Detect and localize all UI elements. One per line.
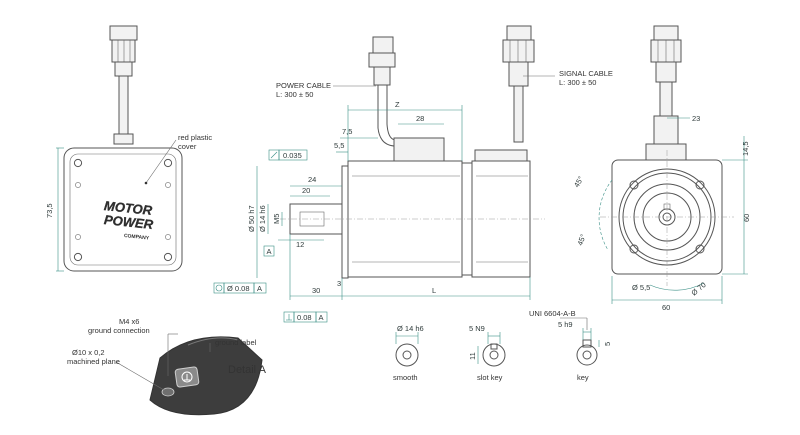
dim-5-5: 5,5 bbox=[334, 141, 344, 150]
tol-0-035: 0.035 bbox=[283, 151, 302, 160]
conc-datum: A bbox=[257, 284, 262, 293]
rear-view: MOTOR POWER COMPANY red plastic cover 73… bbox=[45, 25, 212, 272]
key-h9: 5 h9 bbox=[558, 320, 573, 329]
dim-23: 23 bbox=[692, 114, 700, 123]
dim-z: Z bbox=[395, 100, 400, 109]
cover-leader-dot bbox=[144, 181, 148, 185]
uni-label: UNI 6604-A-B bbox=[529, 309, 576, 318]
detail-a-body bbox=[149, 336, 263, 416]
detail-a-title: Detail A bbox=[228, 364, 267, 376]
shaft-variants: Ø 14 h6 smooth 5 N9 11 slot key 5 h9 5 k… bbox=[393, 309, 612, 382]
dim-60-vertical: 60 bbox=[742, 214, 751, 222]
red-plastic-cover-label-2: cover bbox=[178, 142, 197, 151]
front-view: 23 14,5 60 60 Ø 5,5 Ø 70 45° 45° bbox=[572, 25, 751, 312]
dim-l: L bbox=[432, 286, 436, 295]
shaft-smooth-label: smooth bbox=[393, 373, 418, 382]
perp-datum: A bbox=[319, 313, 324, 322]
dim-3: 3 bbox=[337, 279, 341, 288]
machined-plane-label-2: machined plane bbox=[67, 357, 120, 366]
dim-60-horizontal: 60 bbox=[662, 303, 670, 312]
dim-20: 20 bbox=[302, 186, 310, 195]
side-view: Z 28 7,5 5,5 0.035 24 20 Ø 50 h7 Ø 14 h6… bbox=[213, 25, 613, 323]
ground-label-text: ground label bbox=[215, 338, 257, 347]
slot-11: 11 bbox=[468, 352, 477, 360]
dim-14-5: 14,5 bbox=[741, 141, 750, 156]
dim-d14h6: Ø 14 h6 bbox=[258, 205, 267, 232]
logo-line-2: POWER bbox=[103, 212, 154, 232]
dim-24: 24 bbox=[308, 175, 316, 184]
signal-cable-label-2: L: 300 ± 50 bbox=[559, 78, 596, 87]
slot-n9: 5 N9 bbox=[469, 324, 485, 333]
dim-30: 30 bbox=[312, 286, 320, 295]
logo-line-3: COMPANY bbox=[124, 233, 150, 242]
logo-line-1: MOTOR bbox=[103, 198, 153, 218]
dim-d70: Ø 70 bbox=[690, 280, 708, 297]
key-5: 5 bbox=[603, 342, 612, 346]
angle-45-upper: 45° bbox=[572, 175, 585, 189]
red-plastic-cover-label-1: red plastic bbox=[178, 133, 212, 142]
datum-a: A bbox=[267, 247, 272, 256]
dim-28: 28 bbox=[416, 114, 424, 123]
signal-cable-label-1: SIGNAL CABLE bbox=[559, 69, 613, 78]
power-cable-label-2: L: 300 ± 50 bbox=[276, 90, 313, 99]
dim-m5: M5 bbox=[272, 214, 281, 224]
shaft-key-label: key bbox=[577, 373, 589, 382]
angle-45-lower: 45° bbox=[575, 233, 587, 247]
dim-12: 12 bbox=[296, 240, 304, 249]
detail-a: M4 x6 ground connection ground label Ø10… bbox=[67, 317, 267, 416]
dim-7-5: 7,5 bbox=[342, 127, 352, 136]
machined-plane-label-1: Ø10 x 0,2 bbox=[72, 348, 105, 357]
dim-73-5: 73,5 bbox=[45, 203, 54, 218]
shaft-slot-label: slot key bbox=[477, 373, 503, 382]
conc-value: Ø 0.08 bbox=[227, 284, 250, 293]
dim-d50h7: Ø 50 h7 bbox=[247, 205, 256, 232]
smooth-dim: Ø 14 h6 bbox=[397, 324, 424, 333]
m4-label-1: M4 x6 bbox=[119, 317, 139, 326]
m4-label-2: ground connection bbox=[88, 326, 150, 335]
dim-d5-5: Ø 5,5 bbox=[632, 283, 650, 292]
perp-value: 0.08 bbox=[297, 313, 312, 322]
power-cable-label-1: POWER CABLE bbox=[276, 81, 331, 90]
